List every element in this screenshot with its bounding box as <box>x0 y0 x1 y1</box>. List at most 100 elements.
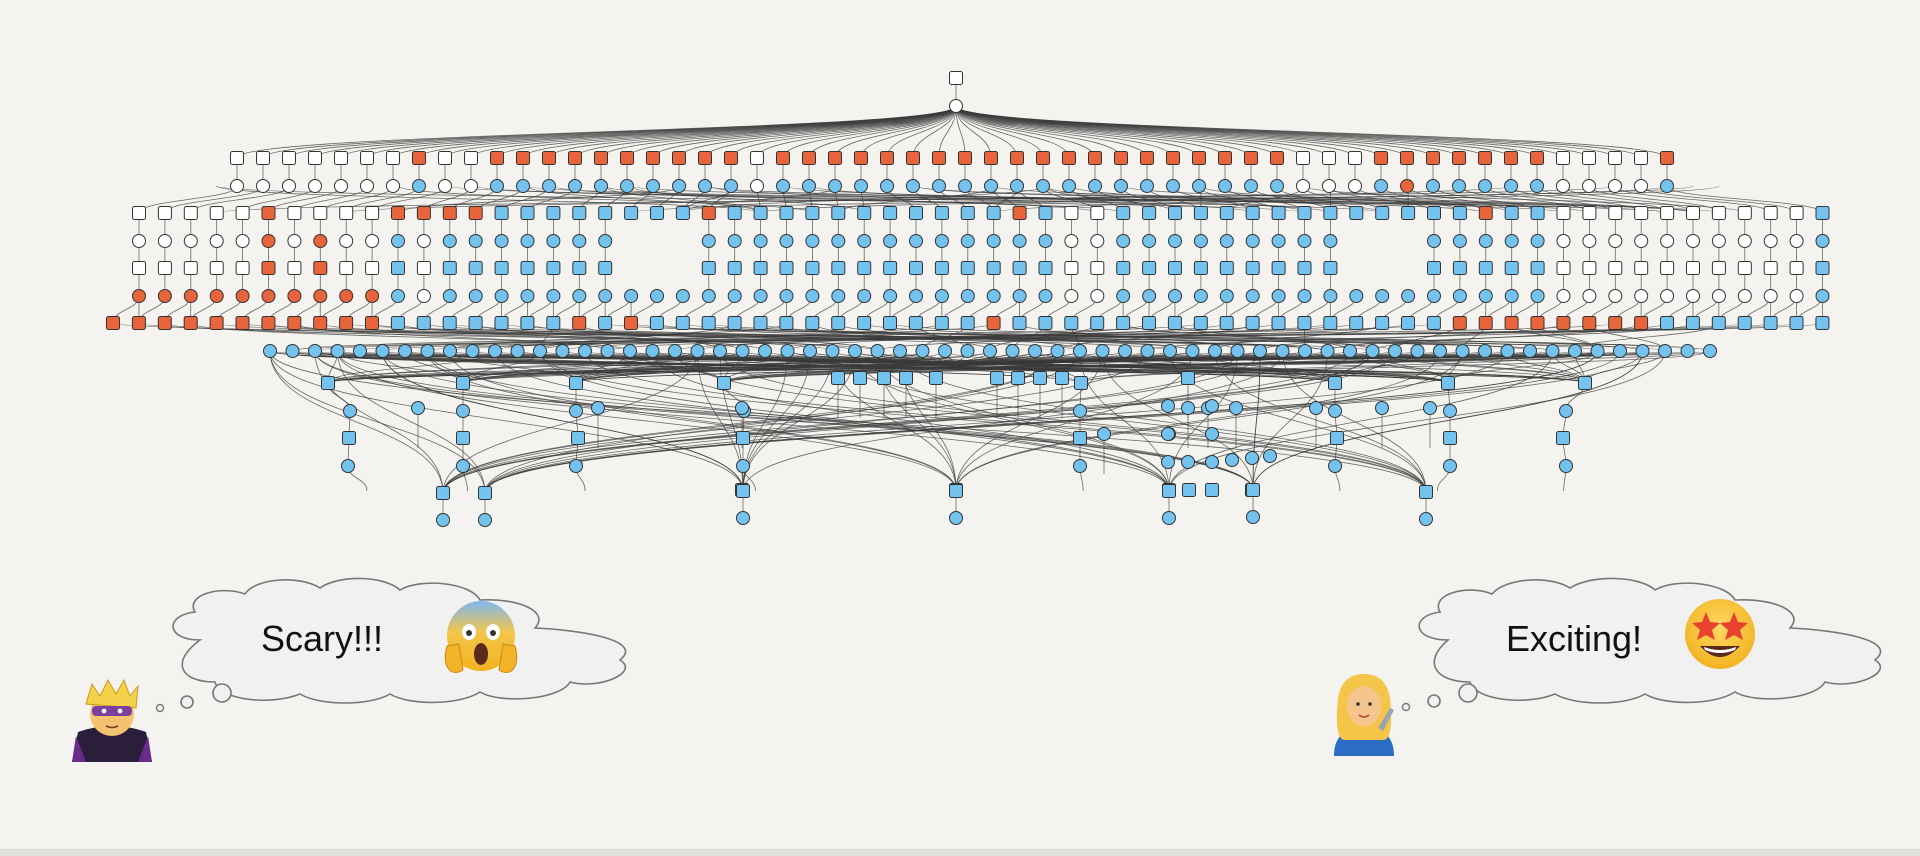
white-square-node <box>1660 261 1675 275</box>
white-square-node <box>1634 151 1648 165</box>
edge <box>164 322 878 352</box>
white-circle-node <box>1634 234 1649 248</box>
blue-square-node <box>442 316 457 330</box>
edge <box>915 185 1590 214</box>
orange-square-node <box>1504 316 1519 330</box>
edge <box>719 350 1427 493</box>
white-square-node <box>313 206 328 220</box>
orange-square-node <box>261 261 276 275</box>
blue-circle-node <box>308 344 322 358</box>
blue-square-node <box>1012 261 1027 275</box>
blue-circle-node <box>701 289 716 303</box>
edge <box>1168 350 1666 492</box>
blue-circle-node <box>1590 344 1605 358</box>
blue-circle-node <box>1613 344 1627 358</box>
blue-circle-node <box>1478 344 1492 358</box>
blue-circle-node <box>1140 344 1155 358</box>
white-circle-node <box>1763 234 1778 248</box>
orange-square-node <box>568 151 582 165</box>
blue-square-node <box>779 261 794 275</box>
blue-square-node <box>1297 206 1312 220</box>
blue-circle-node <box>1323 234 1338 248</box>
blue-circle-node <box>600 344 615 358</box>
blue-circle-node <box>1219 289 1234 303</box>
edge <box>359 322 1435 352</box>
white-circle-node <box>1608 234 1623 248</box>
blue-square-node <box>546 261 561 275</box>
blue-square-node <box>416 316 431 330</box>
blue-square-node <box>1330 431 1344 445</box>
thought-dot-small <box>1401 702 1411 712</box>
edge <box>484 350 1598 494</box>
blue-square-node <box>1162 484 1176 498</box>
orange-square-node <box>906 151 920 165</box>
edge <box>955 105 1148 159</box>
blue-square-node <box>342 431 356 445</box>
blue-circle-node <box>1038 234 1053 248</box>
blue-circle-node <box>1660 179 1674 193</box>
orange-square-node <box>880 151 894 165</box>
supervillain-icon <box>72 678 152 762</box>
blue-square-node <box>1116 261 1131 275</box>
blue-square-node <box>831 371 845 385</box>
blue-square-node <box>571 431 585 445</box>
white-circle-node <box>1296 179 1310 193</box>
blue-circle-node <box>1192 179 1206 193</box>
blue-circle-node <box>1328 459 1342 473</box>
white-square-node <box>1763 206 1778 220</box>
white-square-node <box>1737 206 1752 220</box>
edge <box>442 350 698 494</box>
edge <box>1252 350 1643 491</box>
blue-circle-node <box>569 459 583 473</box>
white-circle-node <box>1737 289 1752 303</box>
blue-circle-node <box>701 234 716 248</box>
blue-circle-node <box>1245 234 1260 248</box>
blue-square-node <box>883 206 898 220</box>
blue-square-node <box>1142 316 1156 330</box>
blue-circle-node <box>1545 344 1560 358</box>
blue-square-node <box>701 316 716 330</box>
blue-square-node <box>494 261 509 275</box>
orange-square-node <box>468 206 483 220</box>
white-square-node <box>1582 261 1597 275</box>
blue-square-node <box>1323 316 1338 330</box>
blue-circle-node <box>1116 289 1131 303</box>
blue-circle-node <box>533 344 547 358</box>
blue-circle-node <box>1062 179 1076 193</box>
blue-square-node <box>857 261 872 275</box>
blue-square-node <box>805 206 820 220</box>
white-square-node <box>1064 206 1079 220</box>
edge <box>337 350 1254 491</box>
orange-square-node <box>802 151 816 165</box>
orange-square-node <box>106 316 120 330</box>
white-circle-node <box>1634 289 1649 303</box>
blue-circle-node <box>1349 289 1364 303</box>
white-circle-node <box>1686 289 1700 303</box>
blue-circle-node <box>1271 234 1286 248</box>
blue-circle-node <box>1036 179 1050 193</box>
orange-square-node <box>490 151 504 165</box>
blue-circle-node <box>420 344 435 358</box>
blue-circle-node <box>1443 404 1457 418</box>
edge <box>1252 350 1328 491</box>
orange-square-node <box>442 206 457 220</box>
blue-circle-node <box>568 179 582 193</box>
blue-circle-node <box>828 179 842 193</box>
blue-circle-node <box>934 289 949 303</box>
edge <box>1102 350 1254 491</box>
edge <box>269 350 486 494</box>
white-circle-node <box>230 179 244 193</box>
blue-square-node <box>736 431 750 445</box>
blue-circle-node <box>983 344 997 358</box>
blue-circle-node <box>1427 234 1441 248</box>
blue-square-node <box>753 316 768 330</box>
blue-square-node <box>1323 206 1338 220</box>
blue-square-node <box>934 316 949 330</box>
blue-circle-node <box>1219 234 1234 248</box>
blue-circle-node <box>572 234 587 248</box>
white-square-node <box>416 261 431 275</box>
blue-circle-node <box>906 179 920 193</box>
blue-circle-node <box>1815 289 1830 303</box>
blue-square-node <box>1168 206 1182 220</box>
blue-square-node <box>934 206 949 220</box>
